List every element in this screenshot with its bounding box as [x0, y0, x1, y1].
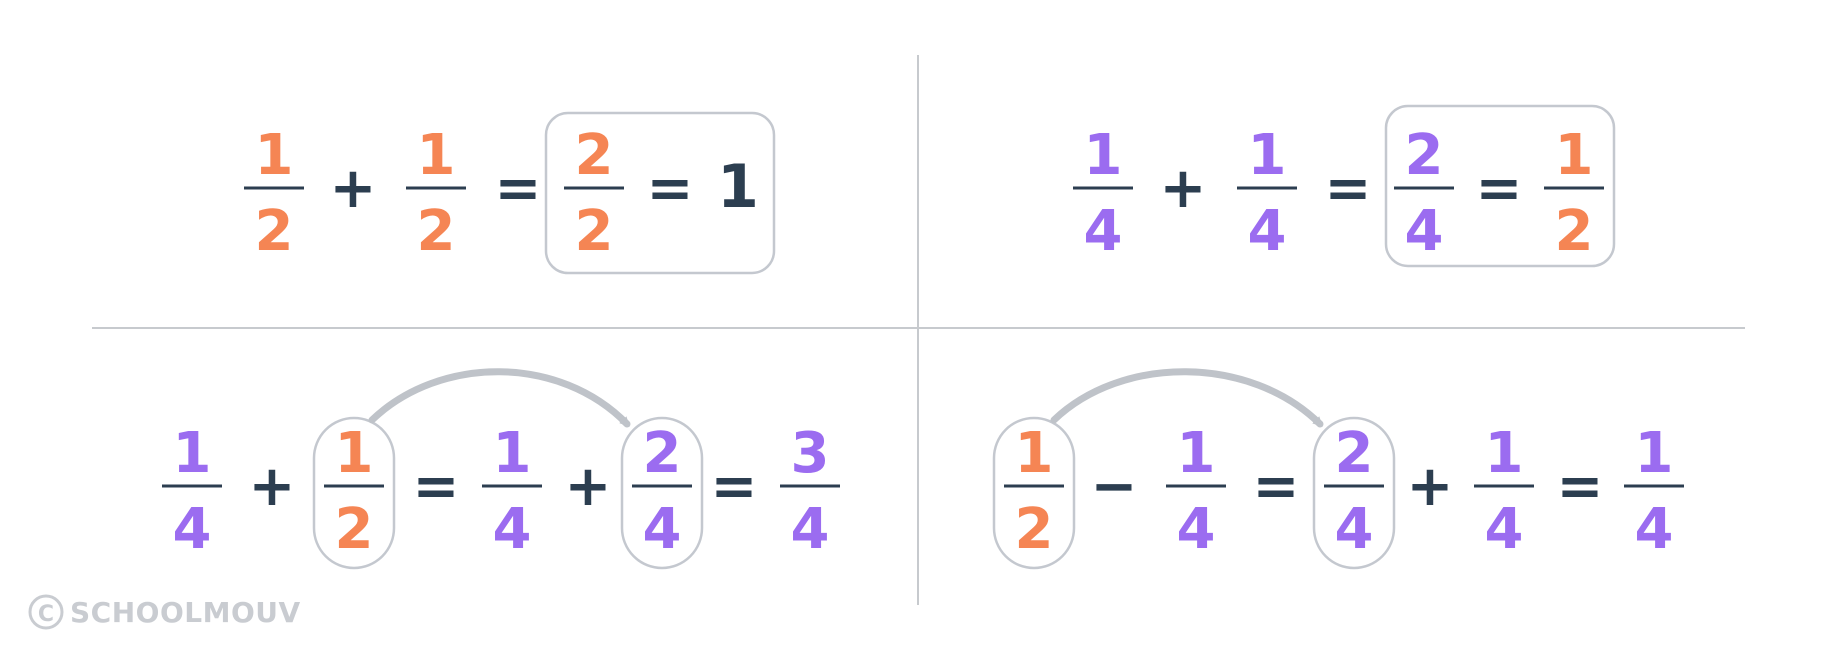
fraction: 1 2: [324, 421, 384, 562]
schoolmouv-watermark: C SCHOOLMOUV: [28, 594, 301, 630]
denominator: 4: [1405, 199, 1444, 264]
plus-sign: +: [249, 454, 296, 519]
equals-sign: =: [1476, 156, 1523, 221]
denominator: 2: [417, 199, 456, 264]
fraction: 3 4: [780, 421, 840, 562]
equation-bottom-right: 1 2 − 1 4 = 2 4 + 1 4 = 1 4: [992, 368, 1684, 570]
denominator: 2: [335, 497, 374, 562]
equation-top-left: 1 2 + 1 2 = 2 2 = 1: [244, 111, 776, 275]
result-value: 1: [717, 152, 759, 222]
equation-top-right: 1 4 + 1 4 = 2 4 = 1 2: [1073, 104, 1616, 268]
denominator: 2: [1015, 497, 1054, 562]
fraction: 1 4: [1166, 421, 1226, 562]
minus-sign: −: [1091, 454, 1138, 519]
copyright-icon: [28, 594, 64, 630]
highlight-capsule: [1312, 416, 1396, 570]
numerator: 2: [643, 421, 682, 486]
numerator: 1: [1084, 123, 1123, 188]
plus-sign: +: [330, 156, 377, 221]
fraction: 1 4: [482, 421, 542, 562]
denominator: 4: [493, 497, 532, 562]
numerator: 1: [1248, 123, 1287, 188]
denominator: 2: [575, 199, 614, 264]
numerator: 1: [493, 421, 532, 486]
denominator: 4: [1335, 497, 1374, 562]
fraction: 1 2: [406, 123, 466, 264]
fraction: 1 4: [1474, 421, 1534, 562]
equals-sign: =: [647, 156, 694, 221]
numerator: 1: [1555, 123, 1594, 188]
numerator: 3: [791, 421, 830, 486]
denominator: 4: [1485, 497, 1524, 562]
fraction: 1 2: [1004, 421, 1064, 562]
copyright-letter: C: [38, 602, 54, 627]
fraction: 1 4: [1237, 123, 1297, 264]
fraction: 2 4: [1394, 123, 1454, 264]
equals-sign: =: [1557, 454, 1604, 519]
denominator: 2: [255, 199, 294, 264]
transform-arrow: [368, 368, 631, 428]
equals-sign: =: [413, 454, 460, 519]
numerator: 1: [1635, 421, 1674, 486]
numerator: 2: [575, 123, 614, 188]
numerator: 2: [1335, 421, 1374, 486]
watermark-text: SCHOOLMOUV: [70, 596, 301, 629]
highlight-capsule: [312, 416, 396, 570]
denominator: 4: [1248, 199, 1287, 264]
denominator: 4: [791, 497, 830, 562]
denominator: 4: [173, 497, 212, 562]
denominator: 4: [643, 497, 682, 562]
equals-sign: =: [711, 454, 758, 519]
numerator: 1: [335, 421, 374, 486]
plus-sign: +: [565, 454, 612, 519]
numerator: 1: [417, 123, 456, 188]
fraction: 1 2: [244, 123, 304, 264]
numerator: 2: [1405, 123, 1444, 188]
fraction: 1 2: [1544, 123, 1604, 264]
transform-arrow: [1050, 368, 1324, 428]
equation-bottom-left: 1 4 + 1 2 = 1 4 + 2 4 = 3 4: [162, 368, 840, 570]
equals-sign: =: [1253, 454, 1300, 519]
denominator: 2: [1555, 199, 1594, 264]
plus-sign: +: [1160, 156, 1207, 221]
equals-sign: =: [495, 156, 542, 221]
highlight-frame: [544, 111, 776, 275]
denominator: 4: [1084, 199, 1123, 264]
numerator: 1: [255, 123, 294, 188]
highlight-frame: [1384, 104, 1616, 268]
fraction: 2 4: [1324, 421, 1384, 562]
fraction: 1 4: [162, 421, 222, 562]
fraction: 2 2: [564, 123, 624, 264]
denominator: 4: [1177, 497, 1216, 562]
numerator: 1: [1485, 421, 1524, 486]
numerator: 1: [173, 421, 212, 486]
equals-sign: =: [1325, 156, 1372, 221]
highlight-capsule: [620, 416, 704, 570]
numerator: 1: [1015, 421, 1054, 486]
highlight-capsule: [992, 416, 1076, 570]
fraction: 1 4: [1624, 421, 1684, 562]
fraction: 1 4: [1073, 123, 1133, 264]
plus-sign: +: [1407, 454, 1454, 519]
fraction: 2 4: [632, 421, 692, 562]
numerator: 1: [1177, 421, 1216, 486]
denominator: 4: [1635, 497, 1674, 562]
